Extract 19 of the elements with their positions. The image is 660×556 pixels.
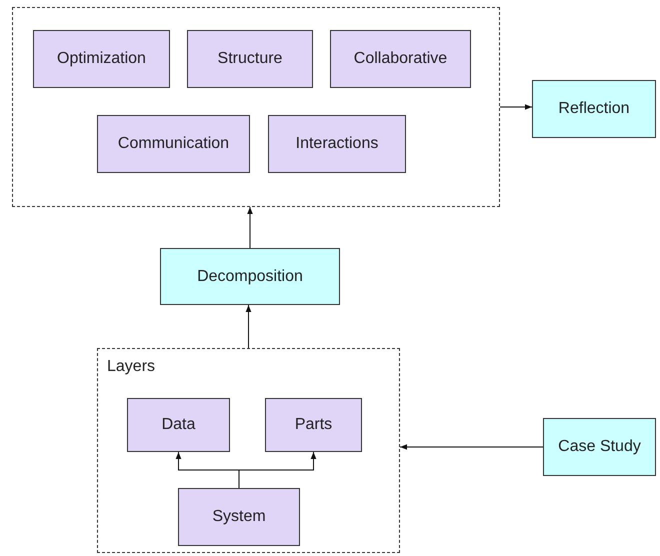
process-box: Reflection — [532, 80, 656, 138]
arrow — [500, 104, 532, 110]
arrow — [238, 452, 316, 488]
process-box: Structure — [187, 30, 313, 88]
arrow — [246, 304, 252, 348]
process-box: Interactions — [268, 115, 406, 173]
process-box: Decomposition — [160, 248, 340, 305]
process-box: System — [178, 488, 300, 546]
dashed-group-box — [97, 348, 400, 553]
arrow — [400, 444, 544, 450]
process-box: Parts — [265, 398, 362, 452]
group-heading: Layers — [107, 357, 156, 377]
process-box: Case Study — [543, 418, 656, 476]
arrow — [247, 206, 253, 248]
process-box: Data — [127, 398, 230, 452]
process-box: Collaborative — [330, 30, 471, 88]
process-box: Optimization — [33, 30, 170, 88]
dashed-group-box — [12, 7, 500, 207]
process-box: Communication — [97, 115, 250, 173]
